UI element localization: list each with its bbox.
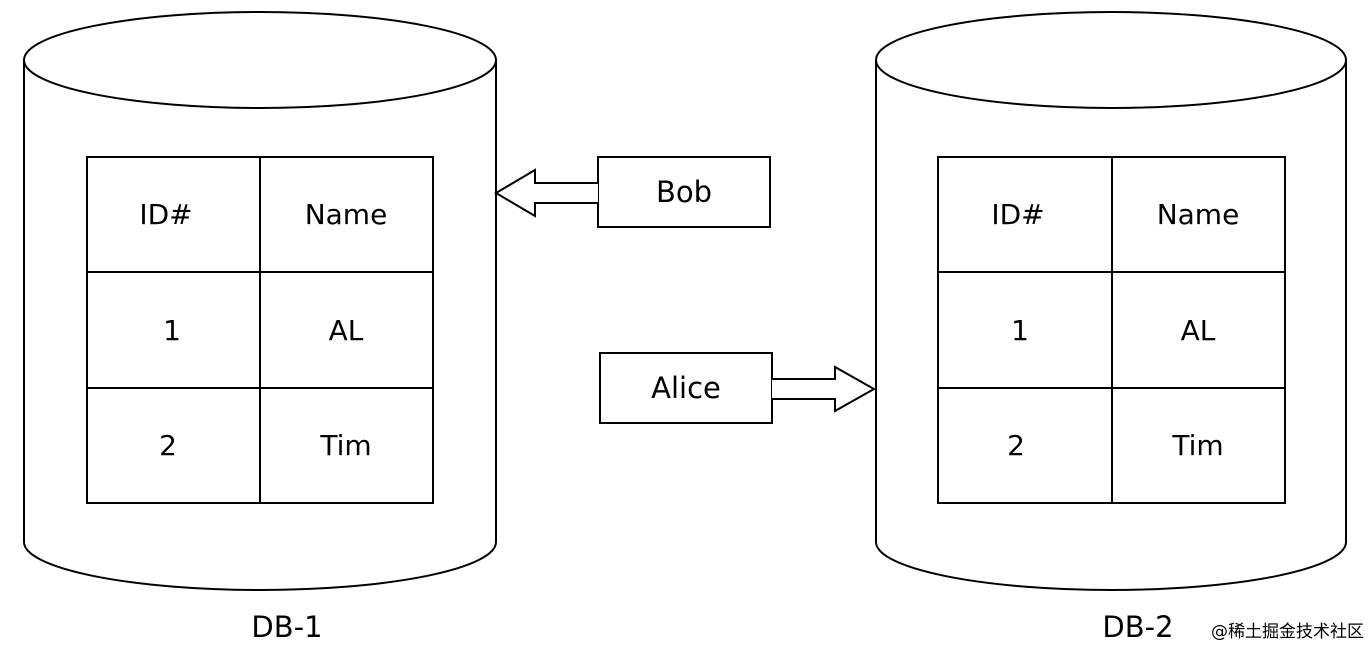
- db2-header-name: Name: [1157, 198, 1240, 231]
- db2-header-id: ID#: [991, 198, 1044, 231]
- db2-row2-id: 2: [1007, 429, 1025, 462]
- db1-table: [86, 156, 434, 504]
- db2-row1-id: 1: [1011, 314, 1029, 347]
- db2-table: [937, 156, 1286, 504]
- db2-cylinder-top: [875, 11, 1347, 109]
- bob-arrow-icon: [494, 168, 598, 218]
- db1-header-name: Name: [305, 198, 388, 231]
- db1-row1-name: AL: [329, 314, 364, 347]
- bob-label: Bob: [656, 175, 712, 209]
- db1-row1-id: 1: [163, 314, 181, 347]
- db1-label: DB-1: [251, 610, 322, 644]
- db2-row2-name: Tim: [1171, 429, 1223, 462]
- db1-header-id: ID#: [139, 198, 192, 231]
- alice-label: Alice: [651, 371, 721, 405]
- alice-box: [599, 352, 773, 424]
- db2-label: DB-2: [1102, 610, 1173, 644]
- watermark: @稀土掘金技术社区: [1211, 622, 1364, 642]
- db2-row1-name: AL: [1181, 314, 1216, 347]
- alice-arrow-icon: [772, 365, 877, 413]
- db1-cylinder-top: [23, 11, 497, 109]
- db1-row2-id: 2: [159, 429, 177, 462]
- db1-row2-name: Tim: [319, 429, 371, 462]
